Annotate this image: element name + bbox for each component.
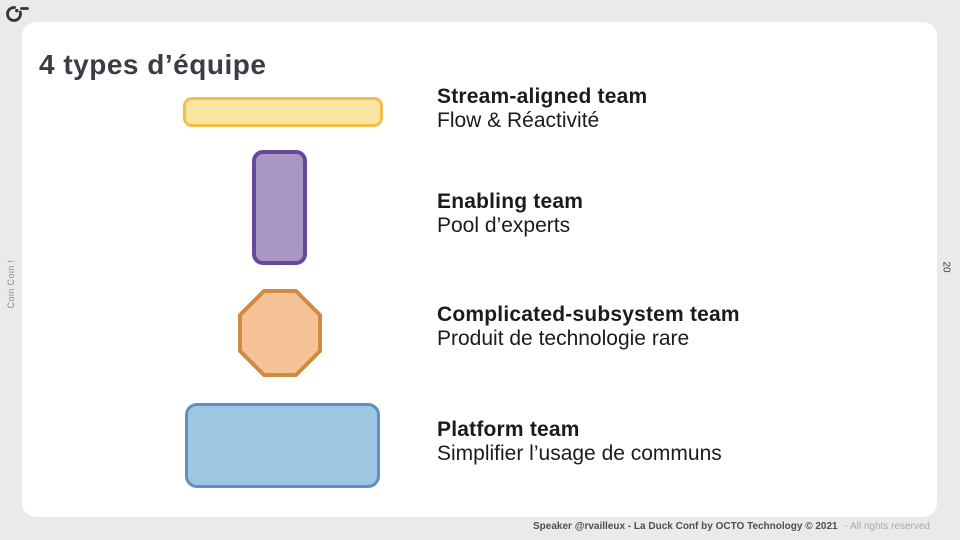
team-description: Produit de technologie rare: [437, 327, 690, 350]
side-note-coin-coin: Coin Coin !: [6, 259, 16, 309]
footer-credit: Speaker @rvailleux - La Duck Conf by OCT…: [533, 521, 838, 532]
footer-rights: - All rights reserved: [844, 521, 930, 532]
team-description: Flow & Réactivité: [437, 109, 600, 132]
slide-card: 4 types d’équipe Stream-aligned team Flo…: [22, 22, 937, 517]
team-name: Stream-aligned team: [437, 85, 648, 108]
team-description: Simplifier l’usage de communs: [437, 442, 722, 465]
team-block-enabling: Enabling team Pool d’experts: [437, 190, 583, 238]
duck-logo-icon: [6, 6, 29, 22]
team-shape-platform: [185, 403, 380, 488]
team-block-stream-aligned: Stream-aligned team Flow & Réactivité: [437, 85, 647, 133]
footer: Speaker @rvailleux - La Duck Conf by OCT…: [533, 521, 930, 532]
team-description: Pool d’experts: [437, 214, 571, 237]
team-shape-stream-aligned: [183, 97, 383, 127]
team-shape-enabling: [252, 150, 307, 265]
team-name: Enabling team: [437, 190, 584, 213]
team-name: Platform team: [437, 418, 580, 441]
team-block-complicated-subsystem: Complicated-subsystem team Produit de te…: [437, 303, 740, 351]
team-shape-complicated-subsystem: [238, 289, 322, 377]
slide-title: 4 types d’équipe: [39, 48, 267, 80]
team-block-platform: Platform team Simplifier l’usage de comm…: [437, 418, 722, 466]
page-number: 20: [940, 261, 952, 273]
team-name: Complicated-subsystem team: [437, 303, 740, 326]
